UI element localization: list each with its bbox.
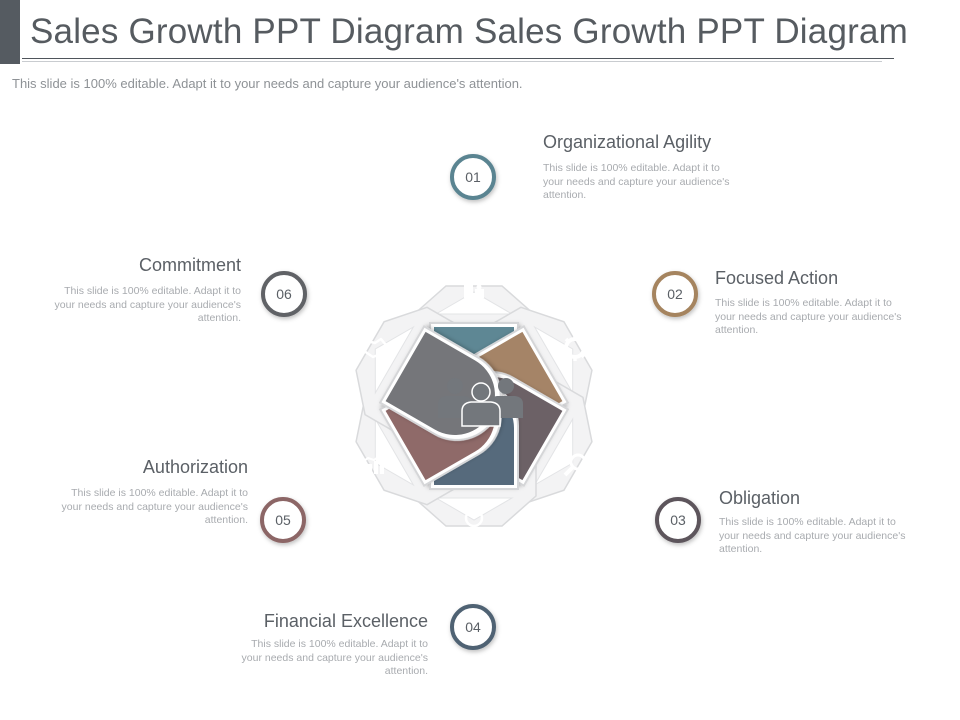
magnifier-icon bbox=[563, 453, 587, 477]
step-02-badge: 02 bbox=[652, 271, 698, 317]
step-05-badge: 05 bbox=[260, 497, 306, 543]
step-05-description: This slide is 100% editable. Adapt it to… bbox=[61, 487, 248, 526]
step-01-label: Organizational Agility bbox=[543, 132, 712, 152]
title-accent-bar bbox=[0, 0, 20, 64]
step-04-label: Financial Excellence bbox=[263, 611, 428, 631]
growth-chart-icon bbox=[360, 452, 384, 474]
step-02-description: This slide is 100% editable. Adapt it to… bbox=[715, 297, 902, 336]
title-divider-secondary bbox=[22, 61, 882, 62]
step-05-label: Authorization bbox=[142, 457, 248, 477]
step-number-badges: 01 02 03 04 05 06 bbox=[260, 154, 701, 650]
svg-text:06: 06 bbox=[276, 286, 292, 302]
step-06-badge: 06 bbox=[261, 271, 307, 317]
svg-text:01: 01 bbox=[465, 169, 481, 185]
step-02-label: Focused Action bbox=[715, 268, 839, 288]
step-04-badge: 04 bbox=[450, 604, 496, 650]
lightbulb-icon bbox=[464, 508, 484, 533]
gear-icon bbox=[562, 335, 588, 361]
svg-text:05: 05 bbox=[275, 512, 291, 528]
step-03-label: Obligation bbox=[719, 488, 801, 508]
step-01-description: This slide is 100% editable. Adapt it to… bbox=[543, 162, 730, 201]
slide-subtitle: This slide is 100% editable. Adapt it to… bbox=[12, 76, 523, 91]
step-03-badge: 03 bbox=[655, 497, 701, 543]
slide-title: Sales Growth PPT Diagram Sales Growth PP… bbox=[30, 12, 908, 51]
step-01-badge: 01 bbox=[450, 154, 496, 200]
people-group-icon bbox=[438, 378, 523, 427]
step-06-description: This slide is 100% editable. Adapt it to… bbox=[54, 285, 241, 324]
handshake-icon bbox=[358, 337, 388, 359]
svg-text:04: 04 bbox=[465, 619, 481, 635]
step-06-label: Commitment bbox=[138, 255, 241, 275]
title-divider bbox=[22, 58, 894, 59]
step-03-description: This slide is 100% editable. Adapt it to… bbox=[719, 516, 906, 555]
step-04-description: This slide is 100% editable. Adapt it to… bbox=[241, 638, 428, 677]
svg-text:02: 02 bbox=[667, 286, 683, 302]
puzzle-icon bbox=[464, 280, 484, 298]
svg-text:03: 03 bbox=[670, 512, 686, 528]
